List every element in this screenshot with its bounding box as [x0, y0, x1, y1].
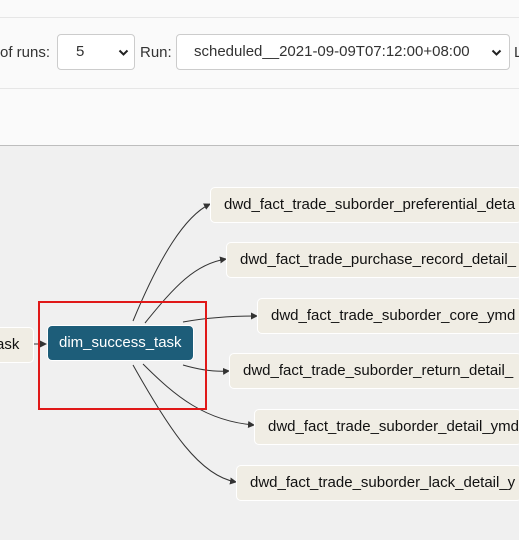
selected-task-node[interactable]: dim_success_task [48, 326, 193, 360]
downstream-task-node[interactable]: dwd_fact_trade_purchase_record_detail_ [227, 243, 519, 277]
run-select[interactable]: scheduled__2021-09-09T07:12:00+08:00 [176, 34, 510, 70]
highlight-box [38, 301, 207, 410]
downstream-task-node[interactable]: dwd_fact_trade_suborder_detail_ymd [255, 410, 519, 444]
downstream-task-node[interactable]: dwd_fact_trade_suborder_return_detail_ [230, 354, 519, 388]
node-label: dwd_fact_trade_suborder_core_ymd [271, 307, 516, 324]
divider [0, 17, 519, 18]
edge-3 [182, 312, 258, 323]
layout-label: L [514, 44, 519, 61]
num-runs-value: 5 [76, 43, 85, 60]
chevron-down-icon [118, 49, 129, 56]
upstream-task-node[interactable]: ask [0, 328, 33, 362]
node-label: dwd_fact_trade_suborder_preferential_det… [224, 196, 516, 213]
node-label: dim_success_task [59, 334, 182, 351]
node-label: dwd_fact_trade_suborder_detail_ymd [268, 418, 519, 435]
graph-edges [32, 203, 258, 485]
run-value: scheduled__2021-09-09T07:12:00+08:00 [194, 43, 470, 60]
num-runs-select[interactable]: 5 [57, 34, 135, 70]
edge-6 [132, 364, 237, 485]
node-label: dwd_fact_trade_suborder_return_detail_ [243, 362, 514, 379]
edge-1 [132, 203, 211, 322]
divider [0, 88, 519, 89]
num-runs-label: of runs: [0, 44, 51, 61]
edge-4 [182, 364, 230, 375]
node-label: dwd_fact_trade_purchase_record_detail_ [240, 251, 517, 268]
node-label: dwd_fact_trade_suborder_lack_detail_y [250, 474, 516, 491]
downstream-task-node[interactable]: dwd_fact_trade_suborder_lack_detail_y [237, 466, 519, 500]
graph-toolbar: of runs: 5 Run: scheduled__2021-09-09T07… [0, 0, 519, 145]
chevron-down-icon [491, 49, 502, 56]
edge-2 [144, 256, 227, 324]
dag-graph-canvas[interactable]: ask dim_success_task dwd_fact_trade_subo… [0, 145, 519, 540]
downstream-task-node[interactable]: dwd_fact_trade_suborder_preferential_det… [211, 188, 519, 222]
downstream-task-node[interactable]: dwd_fact_trade_suborder_core_ymd [258, 299, 519, 333]
edge-5 [142, 363, 255, 428]
run-label: Run: [140, 44, 172, 61]
node-label: ask [0, 336, 20, 353]
